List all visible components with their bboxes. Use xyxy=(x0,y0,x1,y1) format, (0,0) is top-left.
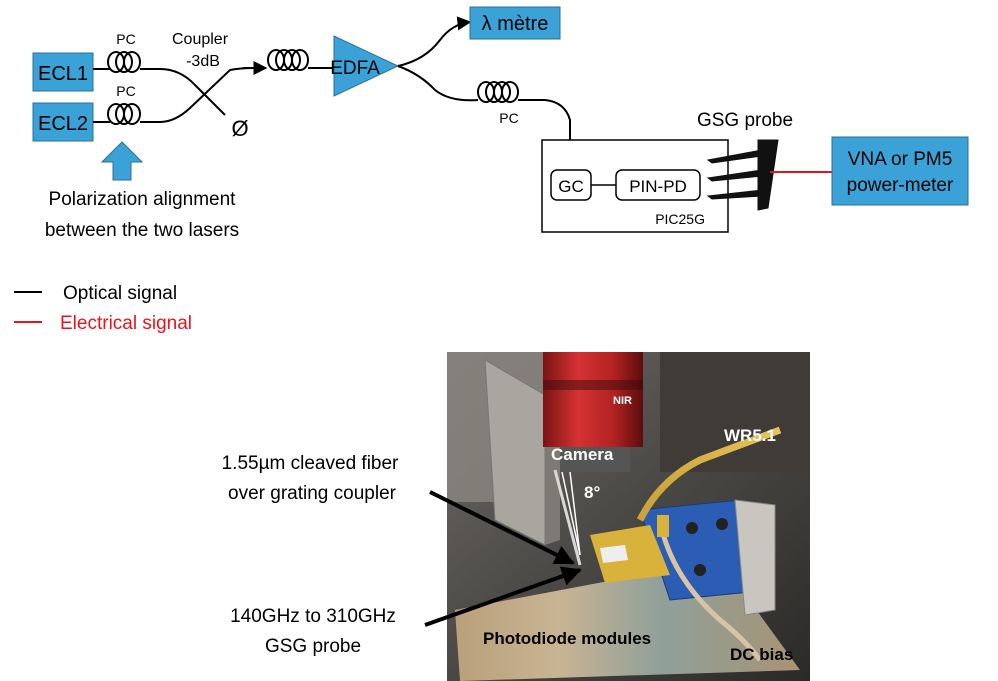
polarization-label-2: between the two lasers xyxy=(45,220,239,241)
legend: Optical signal Electrical signal xyxy=(14,283,192,334)
pin-pd-box: PIN-PD xyxy=(616,170,700,200)
pc3-label: PC xyxy=(499,110,518,126)
gc-label: GC xyxy=(558,177,584,196)
polarization-arrow xyxy=(102,142,142,180)
ecl2-label: ECL2 xyxy=(38,113,88,135)
pin-pd-label: PIN-PD xyxy=(629,177,687,196)
fiber-to-wavemeter xyxy=(398,22,470,66)
fiber-callout-label: 1.55µm cleaved fiber xyxy=(222,453,399,474)
pc1-coils xyxy=(108,52,140,72)
ecl1-label: ECL1 xyxy=(38,63,88,85)
pc3-coils xyxy=(478,82,518,102)
setup-photo: NIR Camera 8° WR5.1 Photodiode modules D… xyxy=(447,352,810,681)
waveguide-label: WR5.1 xyxy=(724,426,776,445)
angle-label: 8° xyxy=(584,483,600,502)
wavemeter-label: λ mètre xyxy=(482,13,549,35)
wavemeter-box: λ mètre xyxy=(470,7,560,39)
coupler-label: Coupler xyxy=(172,31,229,48)
legend-electrical-label: Electrical signal xyxy=(60,313,192,334)
vna-label: VNA or PM5 xyxy=(848,149,953,170)
probe-callout-label-2: GSG probe xyxy=(265,636,361,657)
fiber-to-pc3 xyxy=(398,66,478,100)
lens-marking: NIR xyxy=(613,395,632,407)
ecl2-box: ECL2 xyxy=(33,103,93,141)
dc-bias-label: DC bias xyxy=(730,645,793,664)
fiber-coil-edfa xyxy=(268,50,336,70)
fiber-ecl1 xyxy=(93,69,225,115)
null-port-label: Ø xyxy=(231,116,248,141)
vna-box: VNA or PM5 power-meter xyxy=(832,137,968,205)
pc1-label: PC xyxy=(116,31,135,47)
edfa-amplifier: EDFA xyxy=(330,36,398,96)
pc2-coils xyxy=(108,104,140,124)
polarization-label: Polarization alignment xyxy=(49,189,237,210)
pc2-label: PC xyxy=(116,83,135,99)
edfa-label: EDFA xyxy=(330,58,380,79)
power-meter-label: power-meter xyxy=(847,175,954,196)
legend-optical-label: Optical signal xyxy=(63,283,177,304)
chip-label: PIC25G xyxy=(655,211,705,227)
fiber-callout-label-2: over grating coupler xyxy=(228,483,397,504)
gc-box: GC xyxy=(551,170,591,200)
ecl1-box: ECL1 xyxy=(33,53,93,91)
probe-callout-label: 140GHz to 310GHz xyxy=(230,606,396,627)
coupler-loss-label: -3dB xyxy=(186,53,220,70)
gsg-probe-label: GSG probe xyxy=(697,110,793,131)
camera-label: Camera xyxy=(551,445,614,464)
photodiode-modules-label: Photodiode modules xyxy=(483,629,651,648)
